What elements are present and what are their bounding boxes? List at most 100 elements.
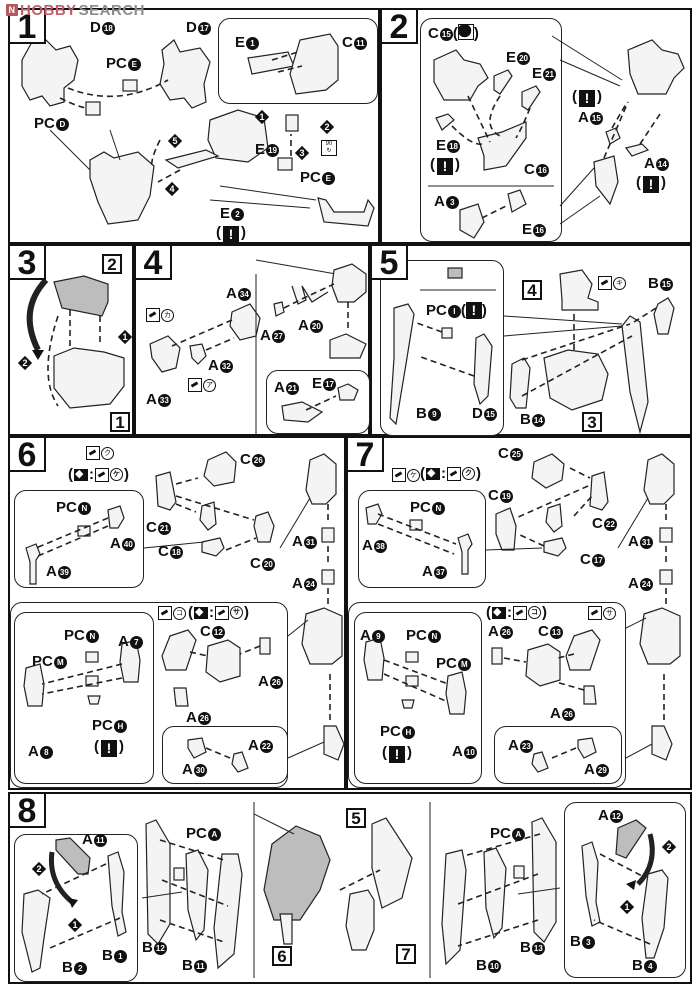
part-c20-shape	[253, 511, 275, 543]
part-pca-right-shape	[513, 865, 525, 879]
part-right-leg-shape	[345, 889, 375, 951]
seal-icon	[188, 378, 202, 392]
step-number: 1	[10, 10, 46, 44]
warning-note: (!)	[382, 744, 412, 763]
step-6-panel: 6	[8, 436, 346, 790]
warning-icon: !	[643, 176, 659, 193]
part-c25-shape	[531, 453, 565, 489]
part-foot-shape	[651, 725, 673, 761]
part-wing-right-shape	[621, 315, 649, 435]
step-ref-box: 7	[396, 944, 416, 964]
order-marker: 1	[67, 917, 83, 933]
step-number: 6	[10, 438, 46, 472]
mirror-icon	[426, 466, 440, 480]
part-robot-leg-shape	[279, 913, 293, 945]
arrow-path	[150, 139, 161, 169]
order-marker: 2	[319, 119, 335, 135]
step-ref-box: 4	[522, 280, 542, 300]
warning-note: (!)	[94, 738, 124, 757]
step-3-panel: 3 2 1 1 2	[8, 244, 134, 436]
part-head-shape	[331, 263, 367, 303]
order-marker: 1	[619, 899, 635, 915]
order-marker: 4	[164, 181, 180, 197]
watermark-brand-search: SEARCH	[78, 1, 146, 19]
part-torso-shape	[89, 151, 155, 225]
part-e2-shape	[164, 149, 220, 169]
warning-icon: !	[465, 302, 482, 319]
arrow-path	[633, 307, 657, 323]
seal-mark: コ	[158, 606, 186, 620]
part-b10-shape	[441, 849, 467, 966]
order-marker: 1	[117, 329, 133, 345]
part-c17-shape	[545, 503, 563, 533]
seal-mark: ク	[86, 446, 114, 460]
arrow-path	[175, 495, 255, 521]
part-a32-shape	[189, 343, 207, 365]
arrow-path	[47, 315, 59, 407]
arrow-path	[603, 101, 629, 159]
part-a31-shape	[321, 527, 335, 543]
seal-icon	[146, 308, 160, 322]
step-ref-box: 2	[102, 254, 122, 274]
mirror-seal-note: (:ク)	[420, 465, 481, 482]
part-torso-assembled-shape	[543, 349, 609, 411]
part-a15-shape	[605, 127, 621, 145]
part-d18-shape	[21, 39, 79, 107]
black-paint-icon	[457, 24, 474, 40]
seal-icon	[215, 605, 229, 620]
step-number: 5	[372, 246, 408, 280]
seal-mark: キ	[598, 276, 626, 290]
seal-icon	[447, 466, 461, 481]
warning-icon: !	[101, 740, 117, 757]
step-ref-box: 1	[110, 412, 130, 432]
arrow-path	[175, 503, 197, 513]
step-number: 8	[10, 794, 46, 828]
part-b11-shape	[213, 853, 243, 970]
mirror-seal-note: (:ケ)	[68, 466, 129, 483]
order-marker: 3	[294, 145, 310, 161]
